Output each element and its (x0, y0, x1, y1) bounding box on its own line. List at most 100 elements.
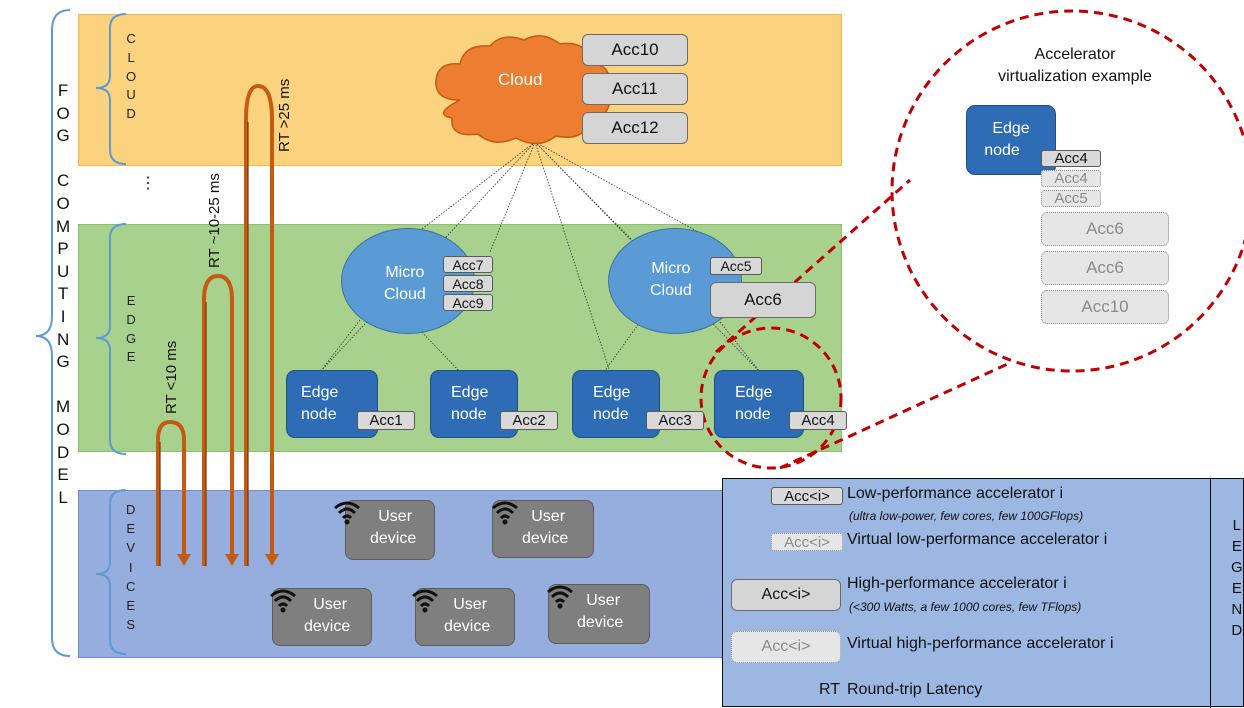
cloud-layer-letter: U (126, 87, 136, 103)
legend-text-virtual-low-perf: Virtual low-performance accelerator i (847, 531, 1108, 548)
user-device-1-line2: device (370, 530, 417, 547)
user-device-4-label: User device (444, 594, 490, 638)
fog-label-letter: L (58, 487, 68, 507)
rt-arrowheads (177, 554, 279, 566)
legend-title-letter: N (1231, 601, 1243, 618)
edge-layer-letter: D (126, 311, 136, 327)
user-device-2-label: User device (522, 506, 568, 550)
zoom-edge-node-line1: Edge (992, 120, 1030, 137)
zoom-title-line2: virtualization example (998, 68, 1152, 85)
zoom-virtual-accelerator-acc5: Acc5 (1041, 190, 1101, 207)
fog-label-letter: O (56, 103, 70, 123)
edge-node-4-line1: Edge (735, 384, 773, 401)
cloud-layer-letter: O (126, 68, 137, 84)
devices-layer-letter: I (128, 559, 133, 575)
cloud-bracket (95, 13, 127, 165)
fog-label-letter: C (56, 171, 70, 191)
legend-title-letter: D (1231, 622, 1243, 639)
cloud-layer-letter: C (126, 31, 136, 46)
zoom-edge-node-line2: node (984, 142, 1020, 159)
edge-bracket (95, 223, 127, 455)
zoom-title-line1: Accelerator (1034, 46, 1116, 63)
user-device-5-line2: device (577, 614, 624, 631)
rt-label-short: RT <10 ms (163, 340, 180, 414)
cloud-shape (435, 35, 611, 145)
legend-sample-virtual-high-perf: Acc<i> (731, 631, 841, 663)
accelerator-acc11: Acc11 (582, 73, 688, 105)
rt-arrow-mid (202, 273, 234, 566)
fog-label-letter: M (56, 397, 71, 417)
accelerator-acc6: Acc6 (710, 282, 816, 318)
user-device-3-line2: device (304, 618, 351, 635)
devices-layer-letter: E (126, 521, 136, 537)
micro-cloud-1-line2: Cloud (384, 286, 426, 303)
fog-label-letter: I (60, 306, 66, 326)
fog-label-letter: U (56, 261, 70, 281)
edge-node-2-line2: node (451, 406, 487, 423)
accelerator-acc2: Acc2 (500, 411, 558, 430)
edge-layer-letter: G (126, 330, 137, 346)
fog-label-letter: N (56, 329, 70, 349)
cloud-layer-letter: L (127, 49, 135, 65)
legend-sample-low-perf: Acc<i> (771, 487, 843, 505)
devices-layer-letter: V (126, 540, 136, 556)
legend-text-rt: Round-trip Latency (847, 681, 983, 698)
micro-cloud-1-line1: Micro (385, 264, 425, 281)
fog-label-letter: P (57, 239, 69, 259)
rt-arrows (156, 83, 274, 566)
rt-label-long: RT >25 ms (276, 78, 293, 152)
edge-node-4-line2: node (735, 406, 771, 423)
cloud-layer-letter: D (126, 106, 136, 122)
legend-text-high-perf: High-performance accelerator i (847, 575, 1067, 592)
user-device-4-line2: device (444, 618, 491, 635)
fog-label-letter: E (57, 465, 69, 485)
devices-bracket (95, 489, 127, 655)
fog-label-letter: G (56, 352, 70, 372)
legend-text-low-perf: Low-performance accelerator i (847, 485, 1064, 502)
fog-label-letter (61, 374, 66, 397)
user-device-1-line1: User (378, 508, 413, 525)
user-device-2-line2: device (522, 530, 569, 547)
zoom-virtual-accelerator-acc6-b: Acc6 (1041, 251, 1169, 285)
micro-cloud-2-line1: Micro (651, 260, 691, 277)
edge-node-2-line1: Edge (451, 384, 489, 401)
legend-sub-high-perf: (<300 Watts, a few 1000 cores, few TFlop… (849, 600, 1082, 614)
accelerator-acc9: Acc9 (443, 294, 493, 311)
zoom-virtual-accelerator-acc6: Acc6 (1041, 212, 1169, 246)
cloud-label: Cloud (498, 70, 543, 89)
fog-label-letter: M (56, 216, 71, 236)
fog-label-letter: T (57, 284, 69, 304)
accelerator-acc8: Acc8 (443, 275, 493, 292)
fog-label-letter: O (56, 193, 70, 213)
accelerator-acc7: Acc7 (443, 256, 493, 273)
edge-node-1-line2: node (301, 406, 337, 423)
legend-sample-high-perf: Acc<i> (731, 579, 841, 611)
legend-divider (1210, 479, 1211, 708)
fog-label-letter: G (56, 126, 70, 146)
accelerator-acc3: Acc3 (646, 411, 704, 430)
rt-arrow-long (244, 83, 274, 566)
edge-node-3: Edge node (572, 370, 660, 438)
edge-node-1-line1: Edge (301, 384, 339, 401)
zoom-source-circle (699, 326, 843, 470)
layer-ellipsis: ⋮ (140, 175, 156, 192)
user-device-3-line1: User (313, 596, 348, 613)
devices-layer-letter: C (126, 578, 136, 594)
edge-layer-letter: E (126, 293, 136, 308)
legend-text-virtual-high-perf: Virtual high-performance accelerator i (847, 635, 1114, 652)
legend-sample-virtual-low-perf: Acc<i> (771, 533, 843, 551)
fog-label-letter: F (57, 81, 69, 100)
zoom-virtual-accelerator-acc10: Acc10 (1041, 290, 1169, 324)
user-device-5-label: User device (577, 590, 623, 634)
edge-node-1: Edge node (286, 370, 378, 438)
fog-bracket (35, 9, 71, 657)
legend-sub-low-perf: (ultra low-power, few cores, few 100GFlo… (849, 509, 1084, 523)
zoom-title: Accelerator virtualization example (990, 44, 1160, 88)
zoom-indicator (699, 9, 1244, 470)
